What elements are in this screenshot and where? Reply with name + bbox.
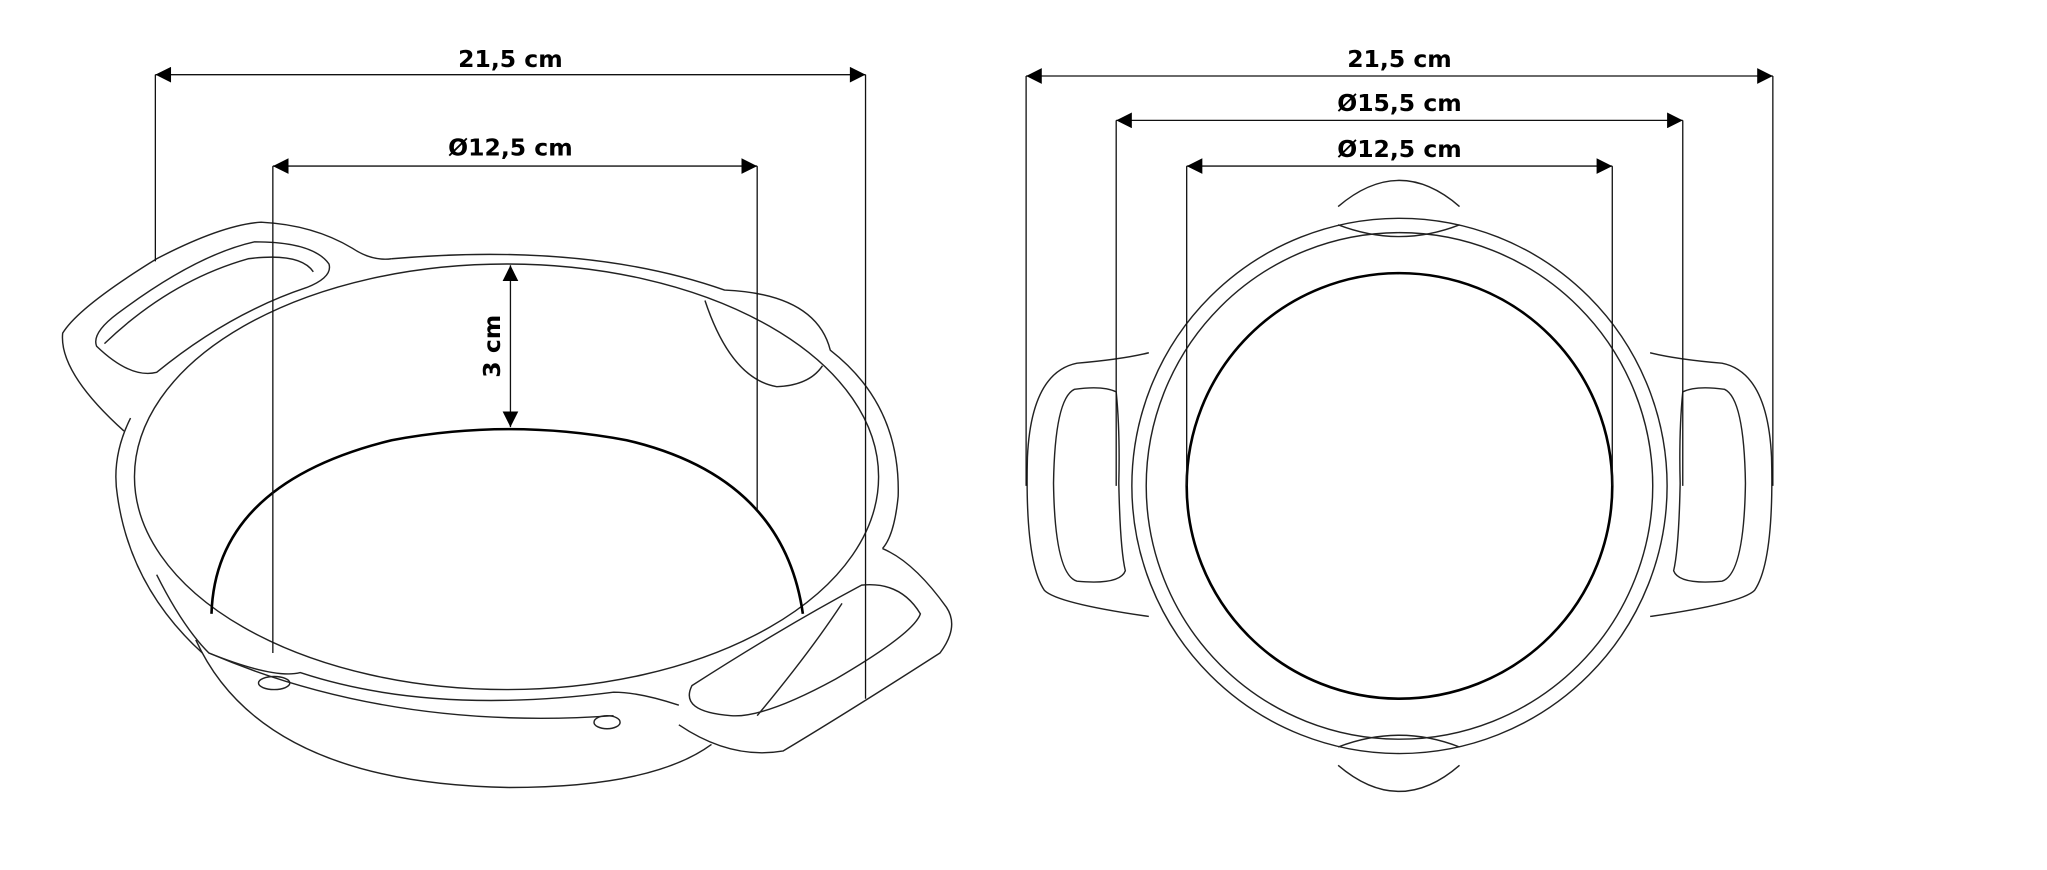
inner-diameter-label: Ø12,5 cm	[448, 134, 572, 162]
top-view-dimensions: 21,5 cm Ø15,5 cm Ø12,5 cm	[1025, 45, 1774, 486]
pan-inner-rim	[133, 263, 880, 691]
right-handle	[1649, 352, 1773, 618]
pan-inner-bottom	[210, 427, 805, 615]
side-view-pan	[61, 221, 953, 789]
rivet-right	[593, 714, 621, 730]
overall-width-label: 21,5 cm	[458, 45, 563, 73]
right-handle-opening	[1672, 387, 1747, 583]
bottom-tab	[1337, 764, 1461, 792]
pan-front-lip	[208, 652, 680, 706]
depth-label: 3 cm	[478, 315, 506, 378]
rivet-left	[257, 675, 291, 691]
right-handle-outer	[678, 547, 953, 754]
rim-diameter-label: Ø15,5 cm	[1337, 89, 1461, 117]
pan-outer-rim	[115, 253, 899, 654]
pan-spout	[704, 300, 824, 388]
side-view-dimensions: 21,5 cm Ø12,5 cm 3 cm	[154, 45, 867, 699]
top-view-pan	[1026, 179, 1773, 792]
top-tab	[1337, 179, 1461, 208]
right-handle-shadow	[756, 603, 843, 717]
left-handle-outer	[61, 221, 392, 432]
top-inner-diameter-label: Ø12,5 cm	[1337, 135, 1461, 163]
pan-base-rim	[156, 574, 614, 719]
pan-body-outline	[195, 639, 712, 789]
inner-bottom	[1185, 271, 1614, 701]
inner-rim	[1145, 231, 1654, 740]
left-handle-inner	[103, 256, 314, 345]
top-overall-width-label: 21,5 cm	[1347, 45, 1452, 73]
right-handle-grip	[688, 583, 922, 717]
left-handle-grip	[95, 241, 331, 375]
left-handle	[1026, 352, 1150, 618]
outer-rim	[1131, 217, 1668, 755]
left-handle-opening	[1052, 387, 1127, 583]
